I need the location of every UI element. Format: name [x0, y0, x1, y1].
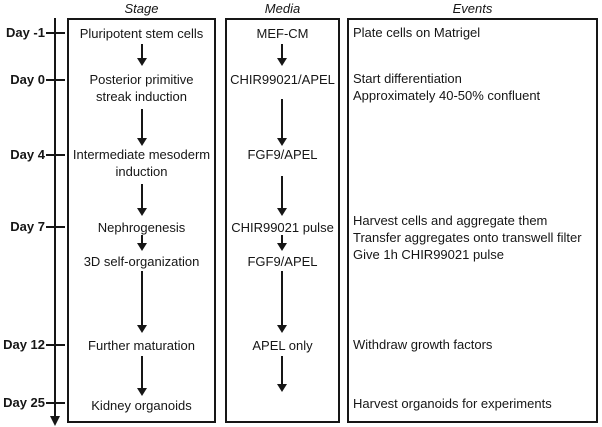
stage-step: 3D self-organization	[83, 254, 200, 269]
event-line: Give 1h CHIR99021 pulse	[353, 247, 505, 262]
timeline-day-label: Day 25	[3, 395, 45, 410]
media-step: MEF-CM	[256, 26, 309, 41]
stage-step: Pluripotent stem cells	[79, 26, 204, 41]
stage-step: Posterior primitive streak induction	[89, 72, 194, 104]
arrow-down-icon	[137, 184, 147, 216]
column-header-media: Media	[264, 1, 301, 16]
arrow-down-icon	[277, 99, 287, 146]
event-line: Approximately 40-50% confluent	[353, 88, 541, 103]
arrow-down-icon	[277, 176, 287, 216]
timeline-tick	[46, 32, 65, 34]
media-step: CHIR99021/APEL	[230, 72, 335, 87]
timeline-day-label: Day -1	[5, 25, 45, 40]
column-header-events: Events	[452, 1, 493, 16]
timeline-tick	[46, 79, 65, 81]
media-column-box	[225, 18, 340, 423]
stage-step: Nephrogenesis	[97, 220, 186, 235]
timeline-day-label: Day 4	[10, 147, 45, 162]
arrow-down-icon	[277, 356, 287, 392]
event-line: Harvest organoids for experiments	[353, 396, 552, 411]
column-header-stage: Stage	[124, 1, 159, 16]
media-step: APEL only	[252, 338, 313, 353]
timeline-tick	[46, 154, 65, 156]
stage-step: Kidney organoids	[91, 398, 192, 413]
stage-step: Further maturation	[88, 338, 195, 353]
stage-step: Intermediate mesoderm induction	[72, 147, 211, 179]
arrow-down-icon	[137, 271, 147, 333]
timeline-tick	[46, 402, 65, 404]
timeline-day-label: Day 12	[3, 337, 45, 352]
event-line: Start differentiation	[353, 71, 462, 86]
media-step: CHIR99021 pulse	[231, 220, 334, 235]
timeline-day-label: Day 7	[10, 219, 45, 234]
event-line: Transfer aggregates onto transwell filte…	[353, 230, 582, 245]
media-step: FGF9/APEL	[247, 147, 318, 162]
arrow-down-icon	[137, 356, 147, 396]
event-line: Plate cells on Matrigel	[353, 25, 481, 40]
timeline-axis	[50, 18, 60, 426]
arrow-down-icon	[277, 44, 287, 66]
timeline-tick	[46, 226, 65, 228]
event-line: Withdraw growth factors	[353, 337, 493, 352]
events-column-box	[347, 18, 598, 423]
event-line: Harvest cells and aggregate them	[353, 213, 548, 228]
arrow-down-icon	[137, 44, 147, 66]
timeline-day-label: Day 0	[10, 72, 45, 87]
arrow-down-icon	[137, 109, 147, 146]
arrow-down-icon	[137, 235, 147, 251]
media-step: FGF9/APEL	[247, 254, 318, 269]
arrow-down-icon	[277, 235, 287, 251]
arrow-down-icon	[277, 271, 287, 333]
stage-column-box	[67, 18, 216, 423]
timeline-tick	[46, 344, 65, 346]
